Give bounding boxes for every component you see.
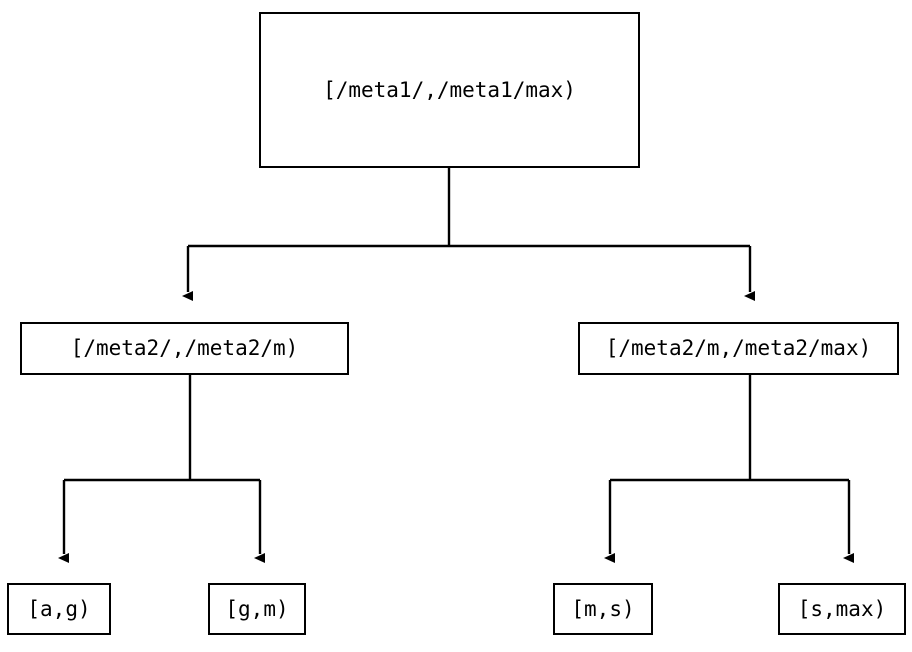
- tree-node-leaf-ag-label: [a,g): [27, 596, 91, 621]
- tree-node-root[interactable]: [/meta1/,/meta1/max): [259, 12, 640, 168]
- tree-node-leaf-ms[interactable]: [m,s): [553, 583, 653, 635]
- tree-node-meta2-low[interactable]: [/meta2/,/meta2/m): [20, 322, 349, 375]
- tree-node-leaf-ms-label: [m,s): [571, 596, 635, 621]
- tree-node-leaf-smax-label: [s,max): [797, 596, 887, 621]
- tree-node-leaf-ag[interactable]: [a,g): [7, 583, 111, 635]
- tree-node-leaf-smax[interactable]: [s,max): [778, 583, 906, 635]
- tree-node-meta2-high-label: [/meta2/m,/meta2/max): [605, 336, 872, 360]
- tree-node-meta2-low-label: [/meta2/,/meta2/m): [70, 336, 299, 360]
- tree-node-leaf-gm-label: [g,m): [225, 596, 289, 621]
- tree-node-root-label: [/meta1/,/meta1/max): [323, 77, 576, 102]
- tree-node-leaf-gm[interactable]: [g,m): [208, 583, 306, 635]
- tree-node-meta2-high[interactable]: [/meta2/m,/meta2/max): [578, 322, 899, 375]
